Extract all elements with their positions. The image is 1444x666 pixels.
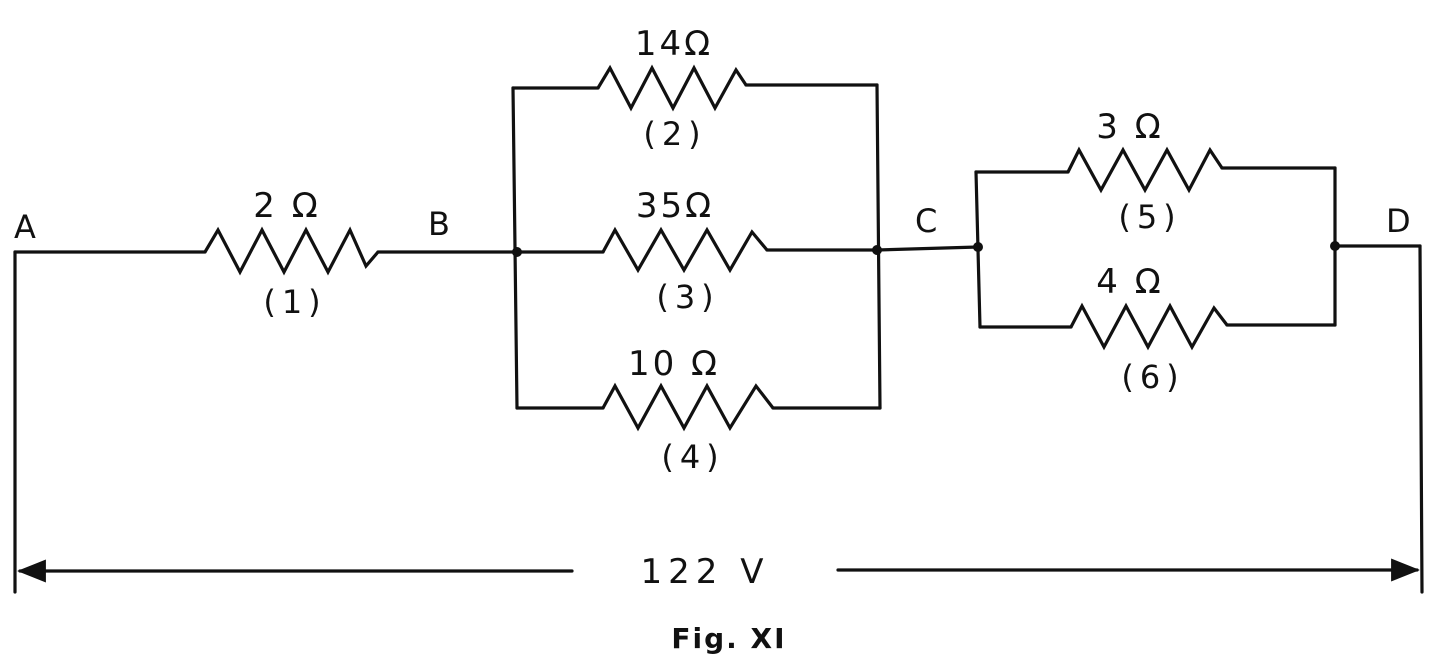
resistor-6-zigzag <box>1069 302 1229 351</box>
node-label-c: C <box>915 202 937 240</box>
wire-d-right <box>1418 244 1424 594</box>
resistor-2-index: (2) <box>643 115 706 153</box>
resistor-3 <box>601 226 769 274</box>
wire-c-to-cd-block <box>875 245 980 252</box>
resistor-5-index: (5) <box>1118 198 1181 236</box>
junction-cd-right <box>1330 241 1340 251</box>
resistor-1 <box>203 226 380 276</box>
resistor-6-value: 4 Ω <box>1096 262 1163 302</box>
resistor-3-index: (3) <box>656 278 719 316</box>
voltage-arrow: 122 V <box>17 552 1420 592</box>
resistor-3-value: 35Ω <box>636 186 714 226</box>
resistor-2-value: 14Ω <box>635 24 713 64</box>
resistor-4 <box>601 382 775 432</box>
resistor-3-zigzag <box>601 226 769 274</box>
resistor-5-zigzag <box>1066 146 1224 194</box>
resistor-6 <box>1069 302 1229 351</box>
junctions <box>512 241 1340 257</box>
resistor-2-zigzag <box>596 64 748 112</box>
voltage-label: 122 V <box>641 552 770 592</box>
node-label-b: B <box>428 205 450 243</box>
resistor-2 <box>596 64 748 112</box>
node-label-a: A <box>14 208 36 246</box>
junction-c <box>872 245 882 255</box>
resistor-4-zigzag <box>601 382 775 432</box>
resistor-6-index: (6) <box>1121 358 1184 396</box>
resistor-1-index: (1) <box>263 283 326 321</box>
resistor-1-zigzag <box>203 226 380 276</box>
resistor-1-value: 2 Ω <box>253 186 320 226</box>
junction-cd-left <box>973 242 983 252</box>
wires <box>13 83 1424 594</box>
figure-caption: Fig. XI <box>671 622 786 655</box>
junction-b <box>512 247 522 257</box>
resistor-5-value: 3 Ω <box>1096 107 1163 147</box>
node-label-d: D <box>1386 202 1411 240</box>
resistor-5 <box>1066 146 1224 194</box>
resistor-4-value: 10 Ω <box>628 344 720 384</box>
resistor-4-index: (4) <box>661 438 724 476</box>
